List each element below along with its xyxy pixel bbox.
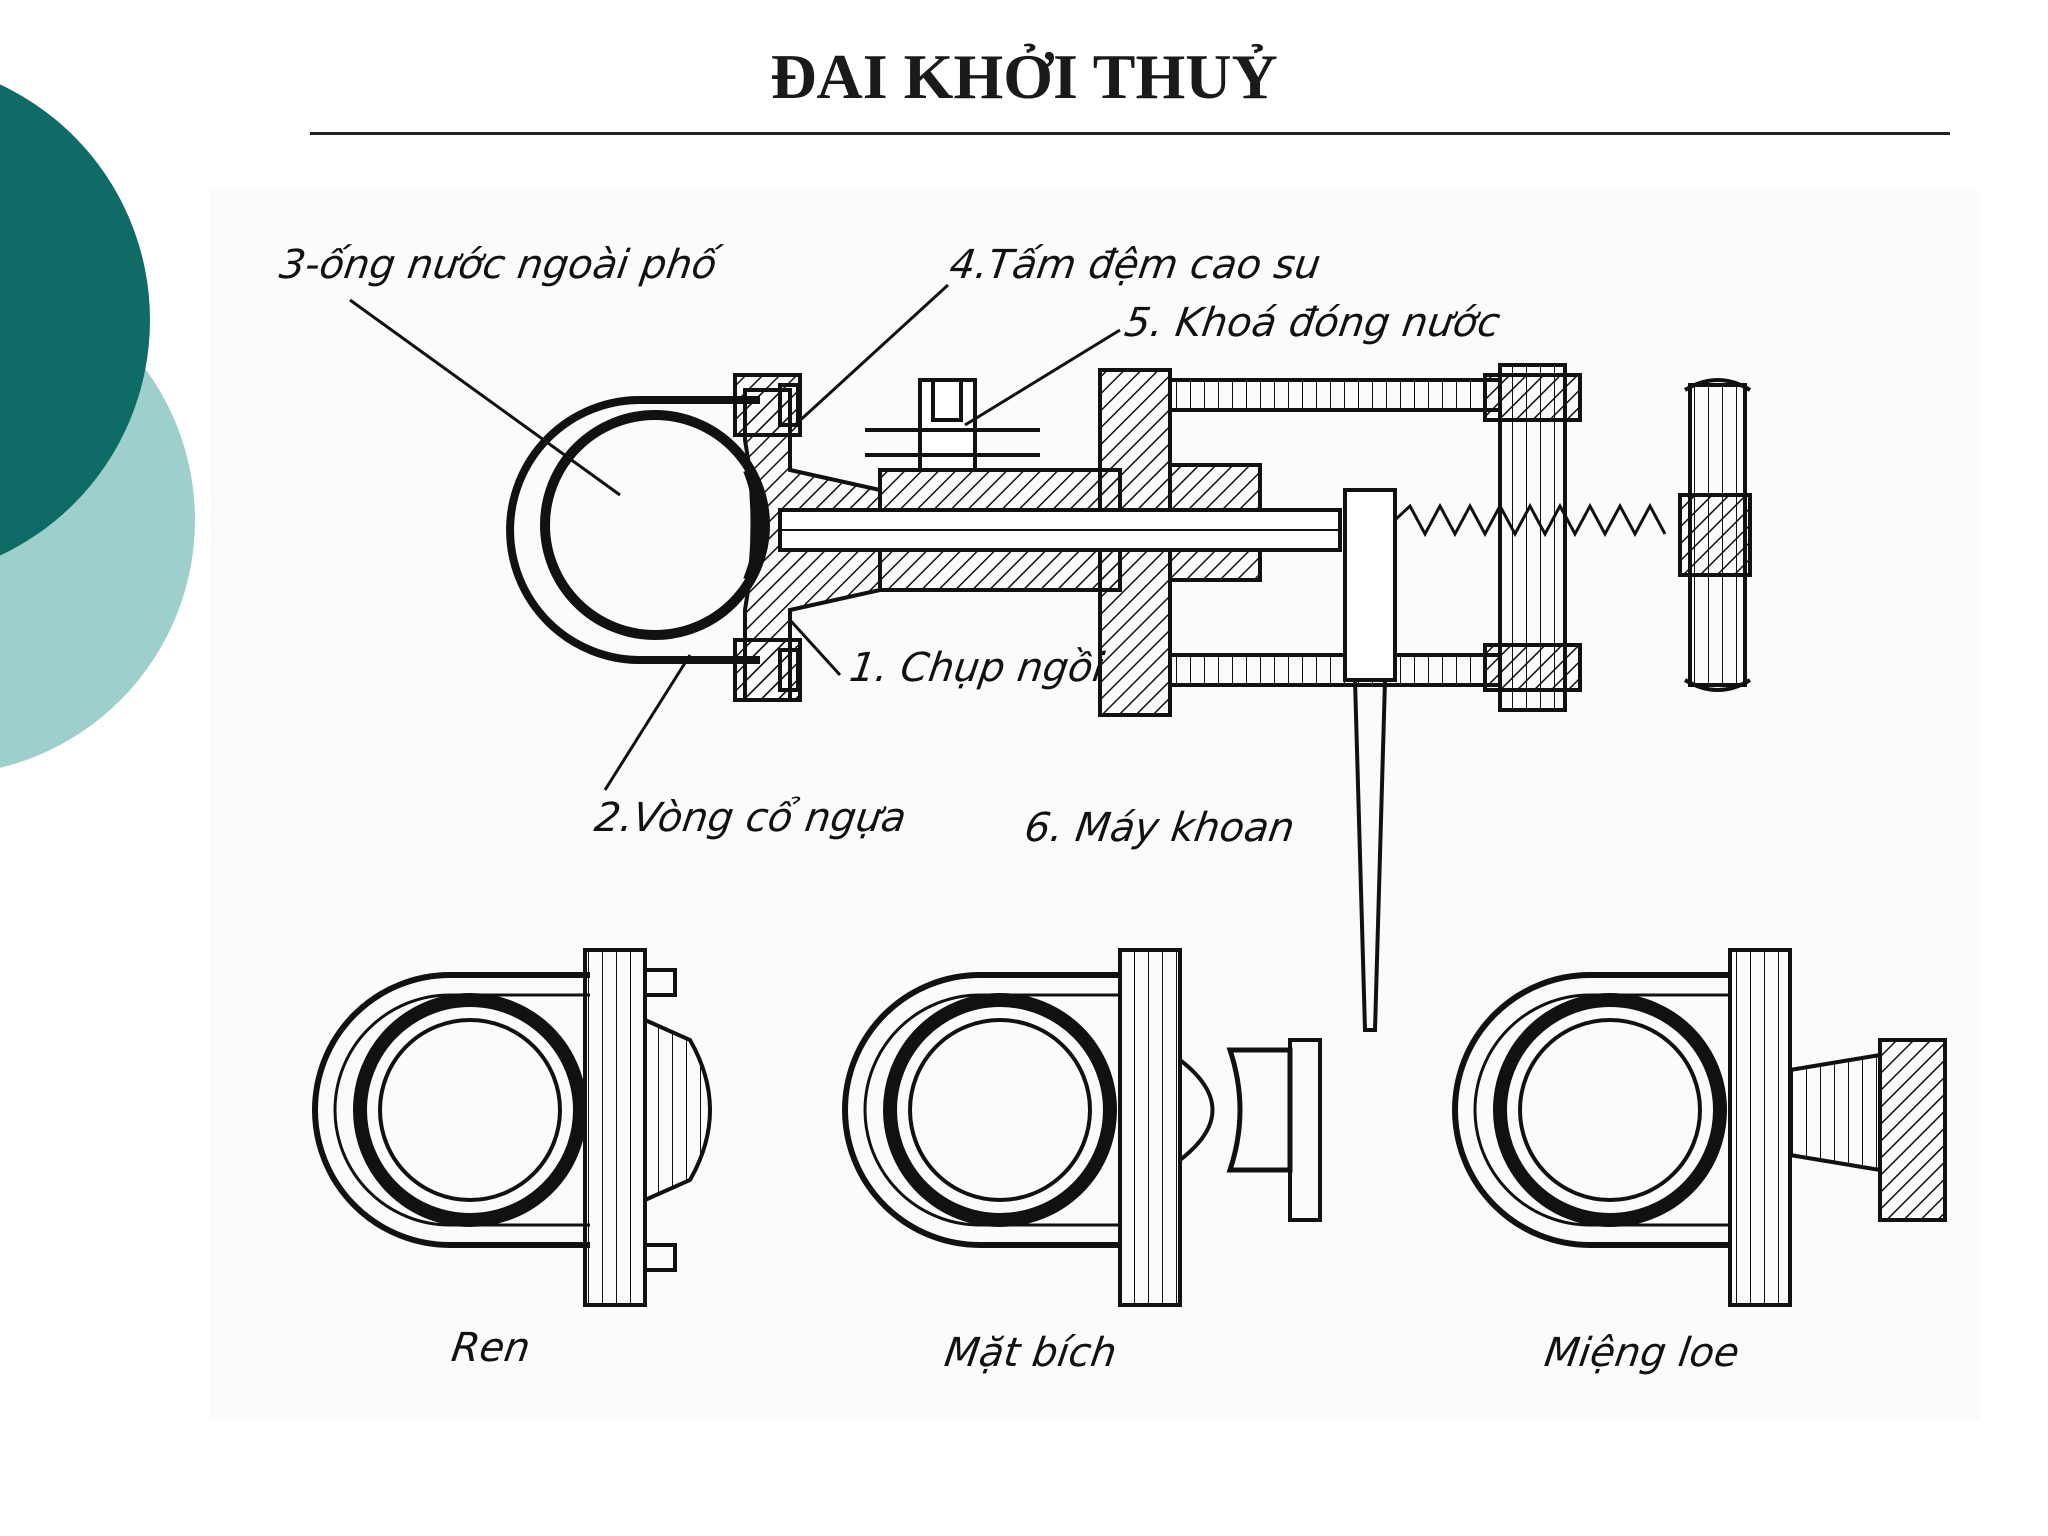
label-street-pipe: 3-ống nước ngoài phố <box>276 242 720 288</box>
variant-ren-drawing <box>312 948 712 1307</box>
rear-frame-nut-top <box>1483 373 1582 422</box>
label-drill-machine: 6. Máy khoan <box>1021 805 1298 851</box>
caption-ren: Ren <box>448 1325 533 1371</box>
variant-mat-bich-drawing <box>842 948 1322 1307</box>
bolt-nut-bottom <box>778 648 800 692</box>
title-divider <box>310 132 1950 135</box>
tie-rod-bottom <box>1168 653 1502 687</box>
leader-valve <box>964 328 1121 427</box>
valve-stem <box>931 378 963 422</box>
t-handle-cap-top <box>1683 378 1752 392</box>
leader-gasket <box>793 283 950 427</box>
ratchet-handle <box>1352 678 1388 1032</box>
label-shutoff-valve: 5. Khoá đóng nước <box>1121 300 1503 346</box>
label-saddle-cap: 1. Chụp ngồi <box>846 645 1108 691</box>
t-handle <box>1688 383 1747 687</box>
leader-u-strap <box>603 654 692 791</box>
bolt-nut-top <box>778 383 800 427</box>
street-pipe <box>540 410 770 640</box>
slide-title: ĐAI KHỞI THUỶ <box>770 41 1278 112</box>
dark-teal-circle <box>0 84 150 556</box>
leader-saddle-cap <box>788 618 842 677</box>
rubber-gasket <box>743 468 764 582</box>
decorative-circles <box>0 84 195 768</box>
variant-mieng-loe-drawing <box>1452 948 1947 1307</box>
rear-frame-nut-bottom <box>1483 643 1582 692</box>
t-handle-cap-bottom <box>1683 678 1752 692</box>
ratchet-head <box>1343 488 1397 682</box>
label-rubber-gasket: 4.Tấm đệm cao su <box>946 242 1324 288</box>
u-strap <box>506 396 760 664</box>
caption-mat-bich: Mặt bích <box>941 1330 1120 1376</box>
tie-rod-top <box>1168 378 1502 412</box>
leader-pipe <box>349 298 621 497</box>
label-u-strap: 2.Vòng cổ ngựa <box>591 795 910 841</box>
caption-mieng-loe: Miệng loe <box>1541 1330 1743 1376</box>
feed-screw <box>1393 502 1667 538</box>
